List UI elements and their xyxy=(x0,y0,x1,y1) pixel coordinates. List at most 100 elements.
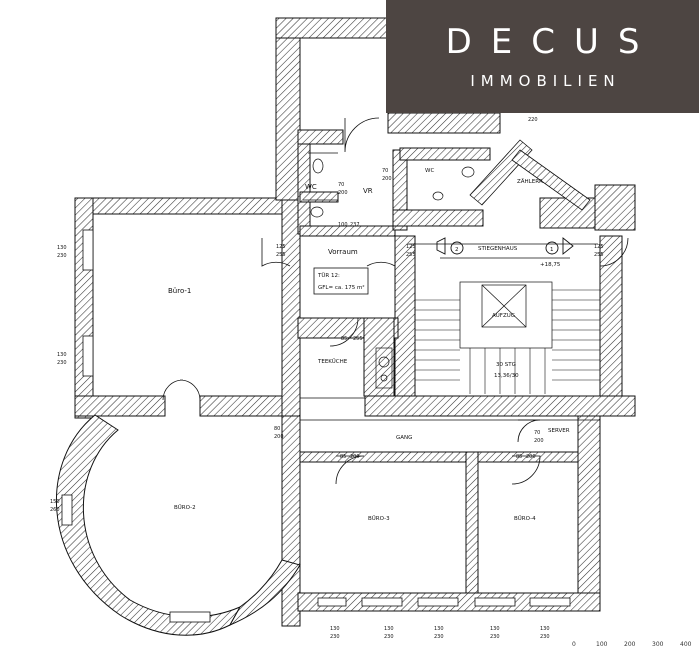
wall-buero1-right xyxy=(281,197,301,417)
scale-200: 200 xyxy=(624,641,636,646)
dim-230-g: 230 xyxy=(540,634,550,640)
dim-200-b: 200 xyxy=(382,176,392,182)
label-wc1: WC xyxy=(305,183,317,191)
wall-tee-right xyxy=(363,317,395,397)
wall-wc2-top xyxy=(399,147,491,161)
dim-85-b: 85 xyxy=(516,454,522,460)
label-stairs-size: 13,36/30 xyxy=(494,373,519,379)
label-gang: GANG xyxy=(396,435,412,441)
wall-tower-top xyxy=(275,17,389,39)
window-buero1-upper xyxy=(82,229,94,271)
window-buero2-1 xyxy=(61,494,73,526)
scale-bar: 0 100 200 300 400 xyxy=(572,641,692,646)
marker-2: 2 xyxy=(455,247,459,253)
label-wc2: WC xyxy=(425,168,434,174)
wall-buero1-bottom-left xyxy=(74,395,166,417)
marker-1: 1 xyxy=(550,247,554,253)
interior-lines xyxy=(300,152,600,421)
info-tuer: TÜR 12: xyxy=(317,272,340,279)
wall-tower-inner xyxy=(297,129,344,145)
window-buero2-2 xyxy=(169,611,211,623)
label-server: SERVER xyxy=(548,428,570,434)
marker-1-circle xyxy=(545,241,559,255)
marker-2-circle xyxy=(450,241,464,255)
dim-130-g: 130 xyxy=(540,626,550,632)
dimensions: 130 230 130 230 150 260 125 255 125 255 … xyxy=(50,117,604,640)
dim-85-c: 85 xyxy=(341,336,347,342)
level-markers xyxy=(436,237,574,255)
dim-255-b: 255 xyxy=(406,252,416,258)
info-box xyxy=(313,267,369,295)
level-value: +18,75 xyxy=(540,262,561,268)
dim-220: 220 xyxy=(528,117,538,123)
dim-130-c: 130 xyxy=(330,626,340,632)
info-gfl: GFL= ca. 175 m² xyxy=(318,284,365,291)
wall-buero1-top xyxy=(74,197,286,215)
kitchenette xyxy=(375,347,393,389)
dim-230-f: 230 xyxy=(490,634,500,640)
dim-130-d: 130 xyxy=(384,626,394,632)
dim-70-c: 70 xyxy=(534,430,540,436)
wall-buero2-right xyxy=(228,559,301,627)
scale-0: 0 xyxy=(572,641,576,646)
dim-200-f: 200 xyxy=(526,454,536,460)
dim-200-a: 200 xyxy=(338,190,348,196)
dim-130-f: 130 xyxy=(490,626,500,632)
dim-130-a: 130 xyxy=(57,245,67,251)
dim-255-c: 255 xyxy=(594,252,604,258)
label-buero2: BÜRO-2 xyxy=(174,504,196,511)
wall-wc-divider xyxy=(299,191,339,203)
sanitary xyxy=(310,158,475,218)
logo-subtitle: IMMOBILIEN xyxy=(470,72,621,90)
wall-stairs-bottom xyxy=(364,395,636,417)
dim-200-e: 200 xyxy=(350,454,360,460)
scale-400: 400 xyxy=(680,641,692,646)
toilet-2 xyxy=(432,191,444,201)
dim-125-a: 125 xyxy=(276,244,286,250)
dim-130-e: 130 xyxy=(434,626,444,632)
dim-80: 80 xyxy=(274,426,280,432)
window-buero4-left xyxy=(474,597,516,607)
dim-150: 150 xyxy=(50,499,60,505)
wall-upper-right xyxy=(387,112,501,134)
wall-wc2-bottom xyxy=(392,209,484,227)
window-buero3-right xyxy=(417,597,459,607)
dim-255-d: 255 xyxy=(353,336,363,342)
dim-230-b: 230 xyxy=(57,360,67,366)
walls xyxy=(74,17,636,627)
dim-237: 237 xyxy=(350,222,360,228)
label-aufzug: AUFZUG xyxy=(492,313,515,319)
dim-260: 260 xyxy=(50,507,60,513)
logo-brand: DECUS xyxy=(445,22,659,62)
window-buero1-lower xyxy=(82,335,94,377)
dim-230-e: 230 xyxy=(434,634,444,640)
label-stiegenhaus: STIEGENHAUS xyxy=(478,246,518,252)
wall-east-upper xyxy=(594,184,636,231)
wall-lower-right xyxy=(577,415,601,612)
wall-lower-left xyxy=(281,415,301,627)
label-vr: VR xyxy=(363,187,373,195)
dim-255-a: 255 xyxy=(276,252,286,258)
toilet-1 xyxy=(312,158,324,174)
door-vorraum-right xyxy=(366,238,396,267)
stair-core xyxy=(459,281,553,349)
decus-logo: DECUS IMMOBILIEN xyxy=(386,0,699,113)
zaehler-passage xyxy=(469,139,591,211)
door-buero1 xyxy=(162,379,201,401)
dim-125-b: 125 xyxy=(406,244,416,250)
wall-b3-b4 xyxy=(465,451,479,601)
label-buero4: BÜRO-4 xyxy=(514,515,536,522)
door-vorraum-left xyxy=(261,238,291,267)
wall-buero2-curve xyxy=(55,414,242,636)
elevator xyxy=(481,284,527,328)
windows xyxy=(61,229,571,623)
dim-125-c: 125 xyxy=(594,244,604,250)
door-tee xyxy=(329,317,359,347)
stairs-treads xyxy=(415,289,600,394)
door-vr xyxy=(344,117,380,153)
door-east xyxy=(599,237,629,267)
dim-230-d: 230 xyxy=(384,634,394,640)
wall-vr-bottom xyxy=(299,225,396,237)
label-stairs-steps: 30 STG xyxy=(496,362,516,368)
